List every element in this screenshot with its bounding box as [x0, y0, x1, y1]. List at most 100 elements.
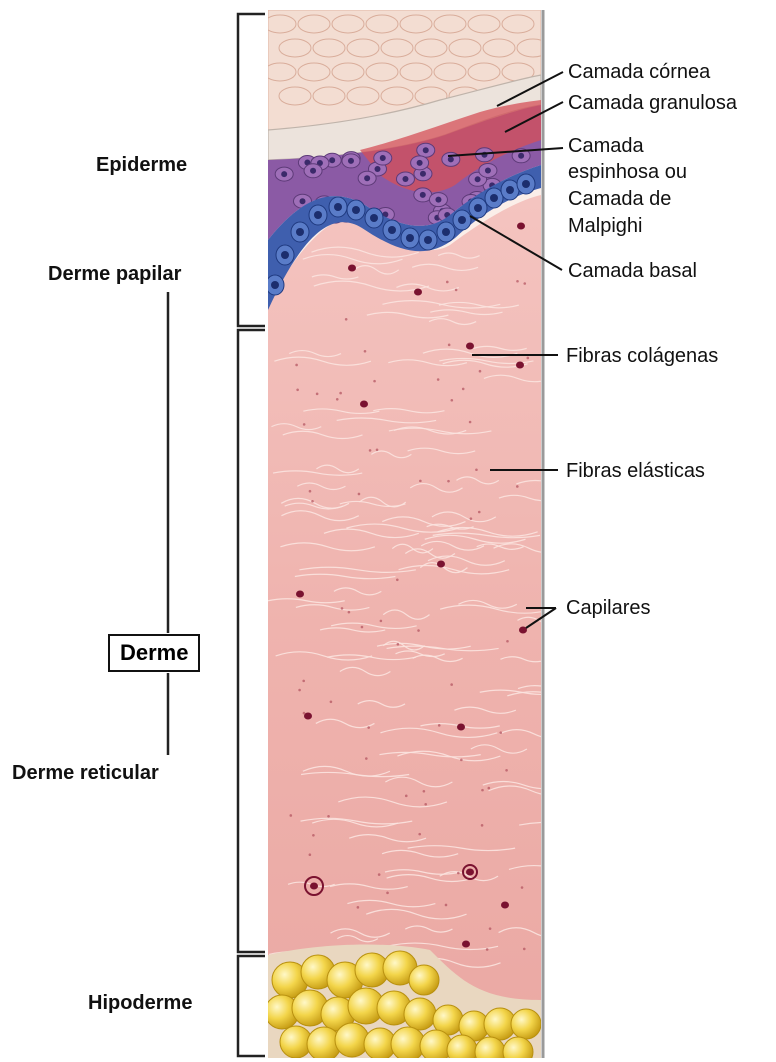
dermis-cell-dot [523, 282, 526, 285]
dermis-cell-dot [470, 517, 473, 520]
label-camada-granulosa: Camada granulosa [568, 91, 737, 115]
dermis-cell-dot [345, 318, 348, 321]
dermis-cell-dot [376, 448, 379, 451]
capillary [466, 869, 474, 876]
label-camada-espinhosa-line1: Camada [568, 134, 644, 158]
cell-nucleus [417, 160, 423, 166]
cell-nucleus [406, 234, 414, 242]
dermis-cell-dot [358, 493, 361, 496]
label-camada-espinhosa-line4: Malpighi [568, 214, 642, 238]
cell-nucleus [388, 226, 396, 234]
dermis-cell-dot [303, 423, 306, 426]
cell-nucleus [375, 166, 381, 172]
dermis-cell-dot [516, 280, 519, 283]
dermis-cell-dot [380, 620, 383, 623]
dermis-cell-dot [378, 873, 381, 876]
capillary [516, 362, 524, 369]
dermis-cell-dot [417, 629, 420, 632]
cell-nucleus [506, 186, 514, 194]
cell-nucleus [352, 206, 360, 214]
dermis-cell-dot [521, 886, 524, 889]
dermis-cell-dot [460, 759, 463, 762]
dermis-cell-dot [311, 500, 314, 503]
dermis-cell-dot [448, 344, 451, 347]
cell-nucleus [310, 168, 316, 174]
cell-nucleus [329, 157, 335, 163]
label-camada-espinhosa-line2: espinhosa ou [568, 160, 687, 184]
cell-nucleus [364, 175, 370, 181]
cell-nucleus [370, 214, 378, 222]
cell-nucleus [474, 204, 482, 212]
label-hipoderme: Hipoderme [88, 992, 192, 1015]
dermis-cell-dot [516, 485, 519, 488]
label-camada-espinhosa-line3: Camada de [568, 187, 671, 211]
dermis-cell-dot [419, 480, 422, 483]
cell-nucleus [435, 197, 441, 203]
dermis-cell-dot [478, 511, 481, 514]
dermis-cell-dot [312, 834, 315, 837]
capillary [501, 902, 509, 909]
dermis-cell-dot [386, 892, 389, 895]
dermis-cell-dot [316, 393, 319, 396]
dermis-cell-dot [469, 421, 472, 424]
dermis-cell-dot [309, 853, 312, 856]
dermis-cell-dot [405, 795, 408, 798]
fat-cell [475, 1037, 505, 1062]
fat-cell [335, 1023, 369, 1057]
capillary [437, 561, 445, 568]
cell-nucleus [475, 176, 481, 182]
fat-cell [404, 998, 436, 1030]
dermis-cell-dot [367, 726, 370, 729]
hipoderme-bracket [238, 956, 265, 1056]
dermis-cell-dot [481, 824, 484, 827]
capillary [304, 713, 312, 720]
dermis-cell-dot [505, 769, 508, 772]
cell-nucleus [402, 176, 408, 182]
dermis-cell-dot [396, 578, 399, 581]
dermis-cell-dot [488, 787, 491, 790]
label-derme-reticular: Derme reticular [12, 762, 159, 785]
dermis-cell-dot [348, 611, 351, 614]
dermis-cell-dot [451, 399, 454, 402]
cell-nucleus [334, 203, 342, 211]
label-fibras-colagenas: Fibras colágenas [566, 344, 718, 368]
fat-cell [409, 965, 439, 995]
capillary [517, 223, 525, 230]
capillary [414, 289, 422, 296]
dermis-cell-dot [457, 872, 460, 875]
cell-nucleus [518, 153, 524, 159]
dermis-cell-dot [462, 388, 465, 391]
dermis-cell-dot [445, 904, 448, 907]
fat-cell [503, 1037, 533, 1062]
dermis-cell-dot [295, 364, 298, 367]
dermis-cell-dot [339, 392, 342, 395]
capillary [348, 265, 356, 272]
dermis-cell-dot [296, 389, 299, 392]
dermis-cell-dot [489, 927, 492, 930]
label-fibras-elasticas: Fibras elásticas [566, 459, 705, 483]
dermis-region [268, 195, 541, 1058]
cell-nucleus [420, 171, 426, 177]
dermis-cell-dot [481, 789, 484, 792]
dermis-cell-dot [506, 640, 509, 643]
fat-cell [447, 1035, 477, 1062]
capillary [462, 941, 470, 948]
cell-nucleus [300, 198, 306, 204]
cell-nucleus [314, 211, 322, 219]
cell-nucleus [296, 228, 304, 236]
capillary [360, 401, 368, 408]
dermis-cell-dot [364, 350, 367, 353]
dermis-cell-dot [527, 357, 530, 360]
dermis-cell-dot [438, 724, 441, 727]
dermis-cell-dot [309, 490, 312, 493]
label-capilares: Capilares [566, 596, 650, 620]
cell-nucleus [458, 216, 466, 224]
dermis-cell-dot [486, 948, 489, 951]
dermis-cell-dot [455, 289, 458, 292]
cell-nucleus [348, 158, 354, 164]
derme-bracket [238, 330, 265, 952]
cell-nucleus [281, 171, 287, 177]
label-epiderme: Epiderme [96, 154, 187, 177]
dermis-cell-dot [479, 370, 482, 373]
dermis-cell-dot [523, 948, 526, 951]
